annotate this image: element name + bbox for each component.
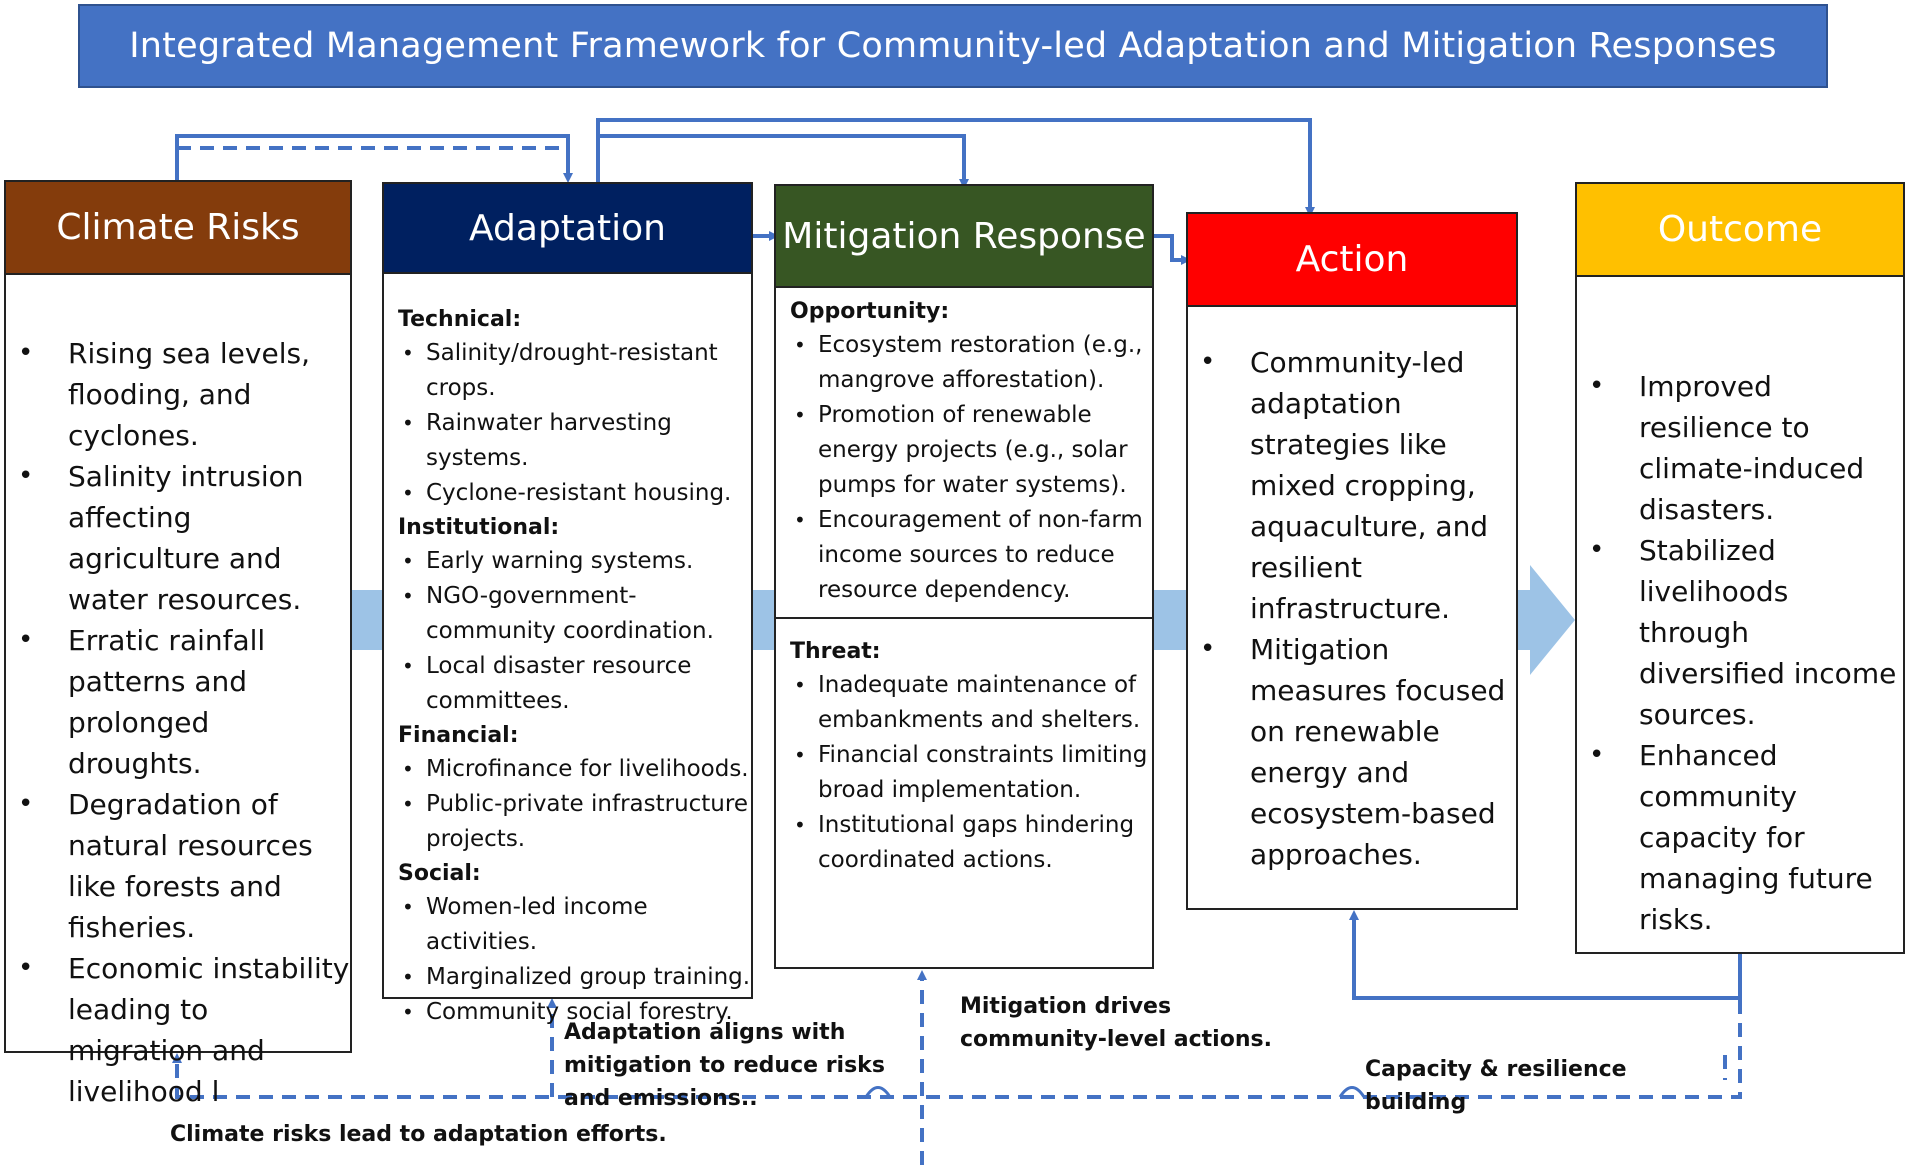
list-item: Enhanced community capacity for managing…: [1577, 735, 1903, 940]
list-item: Improved resilience to climate-induced d…: [1577, 366, 1903, 530]
list-item: Stabilized livelihoods through diversifi…: [1577, 530, 1903, 735]
mitigation-header-label: Mitigation Response: [782, 215, 1146, 257]
list-item: Institutional gaps hindering coordinated…: [790, 808, 1152, 878]
list-item: Community social forestry.: [398, 995, 751, 1030]
outcome-list: Improved resilience to climate-induced d…: [1577, 366, 1903, 940]
adaptation-section-title: Institutional:: [398, 515, 560, 540]
climate-risks-header: Climate Risks: [4, 180, 352, 275]
outcome-header: Outcome: [1575, 182, 1905, 277]
adaptation-section-list: Microfinance for livelihoods.Public-priv…: [398, 752, 751, 857]
caption-capacity: Capacity & resilience building: [1365, 1057, 1627, 1115]
climate-risks-panel: Rising sea levels, flooding, and cyclone…: [4, 273, 352, 1108]
list-item: Ecosystem restoration (e.g., mangrove af…: [790, 328, 1152, 398]
line-hop-right: [1338, 1086, 1366, 1098]
action-header: Action: [1186, 212, 1518, 307]
list-item: Rainwater harvesting systems.: [398, 406, 751, 476]
page-title: Integrated Management Framework for Comm…: [78, 4, 1828, 88]
list-item: Community-led adaptation strategies like…: [1188, 342, 1516, 629]
list-item: Degradation of natural resources like fo…: [6, 784, 350, 948]
adaptation-header: Adaptation: [382, 182, 753, 274]
adaptation-header-label: Adaptation: [469, 207, 666, 249]
arrow-adaptation-to-mitigation-top: [596, 134, 969, 189]
adaptation-section-list: Early warning systems.NGO-government-com…: [398, 544, 751, 719]
list-item: Salinity/drought-resistant crops.: [398, 336, 751, 406]
action-header-label: Action: [1295, 239, 1409, 280]
list-item: Women-led income activities.: [398, 890, 751, 960]
arrow-outcome-to-action: [1349, 910, 1742, 1000]
list-item: Encouragement of non-farm income sources…: [790, 503, 1152, 608]
list-item: Salinity intrusion affecting agriculture…: [6, 456, 350, 620]
adaptation-section-title: Technical:: [398, 307, 522, 332]
list-item: Early warning systems.: [398, 544, 751, 579]
climate-risks-list: Rising sea levels, flooding, and cyclone…: [6, 333, 350, 1112]
adaptation-section-title: Financial:: [398, 723, 519, 748]
arrow-mitigation-to-action: [1154, 234, 1191, 265]
list-item: Microfinance for livelihoods.: [398, 752, 751, 787]
caption-mitigation-drives: Mitigation drives community-level action…: [960, 994, 1272, 1052]
list-item: Erratic rainfall patterns and prolonged …: [6, 620, 350, 784]
outcome-panel: Improved resilience to climate-induced d…: [1575, 274, 1905, 954]
caption-adaptation-aligns: Adaptation aligns with mitigation to red…: [564, 1020, 885, 1111]
list-item: Promotion of renewable energy projects (…: [790, 398, 1152, 503]
adaptation-section-title: Social:: [398, 861, 481, 886]
mitigation-header: Mitigation Response: [774, 184, 1154, 288]
list-item: Rising sea levels, flooding, and cyclone…: [6, 333, 350, 456]
caption-climate-to-adaptation: Climate risks lead to adaptation efforts…: [170, 1122, 667, 1147]
mitigation-panel: Opportunity: Ecosystem restoration (e.g.…: [774, 285, 1154, 969]
list-item: NGO-government-community coordination.: [398, 579, 751, 649]
action-list: Community-led adaptation strategies like…: [1188, 342, 1516, 875]
threat-list: Inadequate maintenance of embankments an…: [790, 668, 1152, 878]
adaptation-panel: Technical: Salinity/drought-resistant cro…: [382, 271, 753, 1030]
opportunity-title: Opportunity:: [790, 299, 950, 324]
list-item: Cyclone-resistant housing.: [398, 476, 751, 511]
mitigation-opportunity: Opportunity: Ecosystem restoration (e.g.…: [776, 287, 1152, 619]
arrow-climate-to-adaptation-solid: [175, 134, 573, 183]
list-item: Inadequate maintenance of embankments an…: [790, 668, 1152, 738]
action-panel: Community-led adaptation strategies like…: [1186, 304, 1518, 910]
threat-title: Threat:: [790, 639, 881, 664]
line-hop-left: [864, 1086, 892, 1098]
climate-risks-header-label: Climate Risks: [56, 207, 300, 248]
outcome-header-label: Outcome: [1657, 209, 1823, 250]
list-item: Local disaster resource committees.: [398, 649, 751, 719]
list-item: Financial constraints limiting broad imp…: [790, 738, 1152, 808]
list-item: Mitigation measures focused on renewable…: [1188, 629, 1516, 875]
opportunity-list: Ecosystem restoration (e.g., mangrove af…: [790, 328, 1152, 608]
list-item: Marginalized group training.: [398, 960, 751, 995]
arrow-adaptation-to-action-top: [596, 118, 1315, 217]
adaptation-section-list: Women-led income activities.Marginalized…: [398, 890, 751, 1030]
adaptation-section-list: Salinity/drought-resistant crops.Rainwat…: [398, 336, 751, 511]
list-item: Public-private infrastructure projects.: [398, 787, 751, 857]
adaptation-sections: Technical: Salinity/drought-resistant cro…: [384, 273, 751, 1030]
list-item: Economic instability leading to migratio…: [6, 948, 350, 1112]
mitigation-threat: Threat: Inadequate maintenance of embank…: [776, 619, 1152, 878]
